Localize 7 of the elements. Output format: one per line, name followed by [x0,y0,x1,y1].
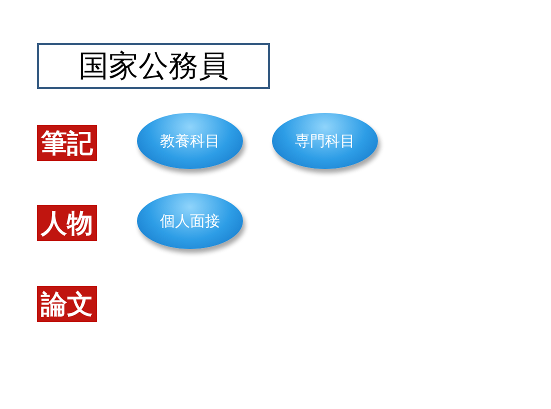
category-label: 論文 [37,286,97,322]
subject-ellipse: 個人面接 [137,193,243,249]
title-box: 国家公務員 [37,43,270,89]
subject-ellipse: 教養科目 [137,113,243,169]
subject-ellipse: 専門科目 [272,113,378,169]
category-label: 筆記 [37,125,97,161]
category-label: 人物 [37,205,97,241]
